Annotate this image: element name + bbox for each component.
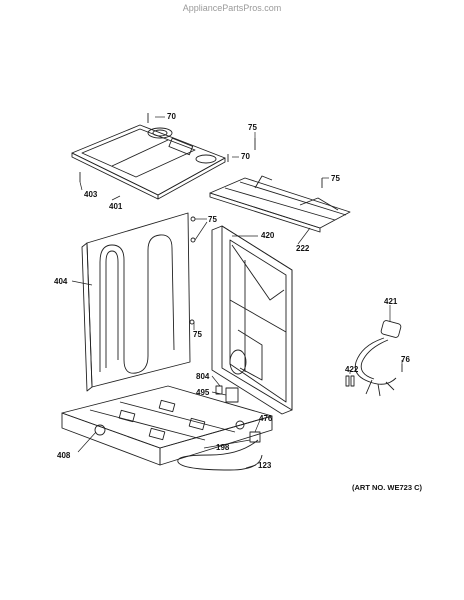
callout-420: 420 xyxy=(261,231,275,240)
callout-70-mid: 70 xyxy=(241,152,250,161)
callout-476: 476 xyxy=(259,414,273,423)
callout-421: 421 xyxy=(384,297,398,306)
callout-70-top: 70 xyxy=(167,112,176,121)
top-cover-panel xyxy=(71,124,226,200)
base-pan xyxy=(61,385,273,466)
callout-422: 422 xyxy=(345,365,359,374)
callout-75-lower: 75 xyxy=(193,330,202,339)
callout-75-right: 75 xyxy=(331,174,340,183)
callout-76: 76 xyxy=(401,355,410,364)
callout-222: 222 xyxy=(296,244,310,253)
callout-403: 403 xyxy=(84,190,98,199)
callout-408: 408 xyxy=(57,451,71,460)
art-number: (ART NO. WE723 C) xyxy=(352,483,423,492)
callout-495: 495 xyxy=(196,388,210,397)
callout-75-panel: 75 xyxy=(208,215,217,224)
rear-frame xyxy=(211,225,293,415)
callout-404: 404 xyxy=(54,277,68,286)
callout-804: 804 xyxy=(196,372,210,381)
callout-123: 123 xyxy=(258,461,272,470)
side-panel xyxy=(81,212,191,392)
wire-harness xyxy=(354,320,402,397)
rear-bracket xyxy=(209,175,351,233)
power-cord xyxy=(177,439,263,471)
callout-leader-lines xyxy=(71,116,403,469)
callout-401: 401 xyxy=(109,202,123,211)
watermark: AppliancePartsPros.com xyxy=(182,3,282,13)
callout-198: 198 xyxy=(216,443,230,452)
callout-75-top: 75 xyxy=(248,123,257,132)
fastener-screws xyxy=(79,113,403,443)
